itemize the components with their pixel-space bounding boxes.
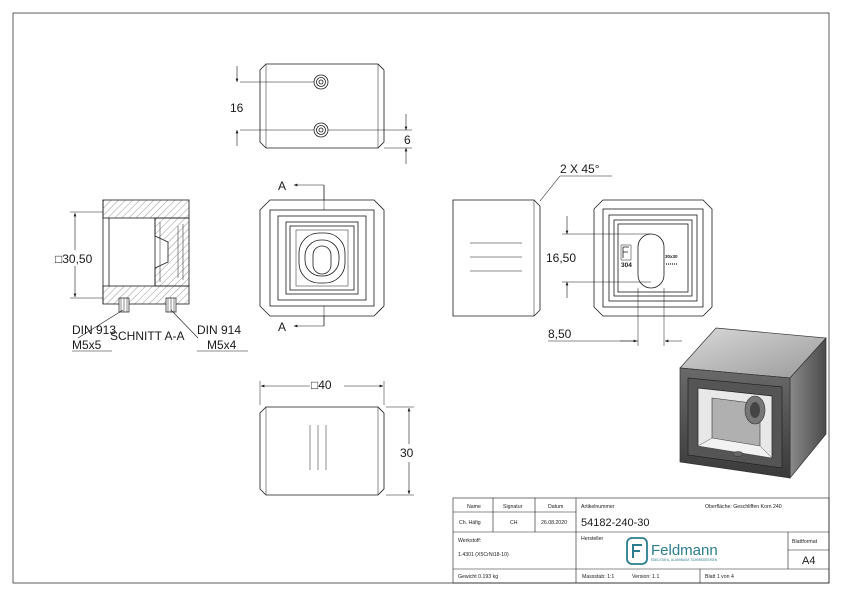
section-screw-left — [118, 297, 130, 313]
tb-article-number: 54182-240-30 — [581, 517, 650, 529]
tb-name-value: Ch. Häfig — [459, 520, 481, 526]
dim-section-square: □30,50 — [55, 252, 93, 266]
side-elevation: 2 X 45° — [452, 162, 612, 317]
part-material-mark: 304 — [621, 262, 632, 269]
screw-hole-upper — [313, 74, 329, 90]
sheet-border — [12, 12, 830, 584]
dim-front-bevel: 2 X 45° — [560, 162, 600, 176]
dim-top-offset: 6 — [404, 133, 411, 147]
bottom-view: □40 30 — [259, 378, 414, 496]
tb-sheet: Blatt 1 von 4 — [705, 574, 734, 580]
tb-format-label: Blattformat — [792, 539, 818, 545]
tb-signature-label: Signatur — [503, 504, 523, 510]
tb-scale: Massstab: 1:1 — [582, 574, 614, 580]
title-block: Name Signatur Datum Ch. Häfig CH 26.08.2… — [452, 497, 830, 584]
screw-right-size: M5x4 — [207, 338, 237, 352]
tb-manufacturer-label: Hersteller — [581, 536, 603, 542]
feldmann-logo: Feldmann EDELSTAHL, ALUMINIUM, SCHMIEDEE… — [626, 537, 718, 565]
dim-bottom-square: □40 — [311, 378, 332, 392]
tb-material-label: Werkstoff: — [458, 538, 481, 544]
isometric-view — [679, 327, 827, 479]
tb-weight: Gewicht 0.193 kg — [458, 574, 498, 580]
dim-side-width: 8,50 — [548, 327, 572, 341]
back-view: 304 30x30 16,50 8,50 — [546, 199, 713, 346]
top-view: 16 6 — [230, 63, 412, 164]
part-size-mark: 30x30 — [665, 254, 678, 259]
brand-name: Feldmann — [651, 542, 718, 559]
brand-tagline: EDELSTAHL, ALUMINIUM, SCHMIEDEEISEN — [651, 558, 718, 562]
screw-left-name: DIN 913 — [72, 323, 116, 337]
tb-material-value: 1.4301 (X5CrNi18-10) — [458, 552, 509, 558]
section-screw-right — [165, 297, 177, 313]
section-label: SCHNITT A-A — [110, 329, 184, 343]
screw-right-name: DIN 914 — [197, 323, 241, 337]
tb-surface: Oberfläche: Geschliffen Korn 240 — [705, 504, 782, 510]
front-slot — [298, 232, 346, 284]
tb-format-value: A4 — [802, 555, 815, 567]
dim-side-height: 16,50 — [546, 251, 576, 265]
screw-hole-lower — [313, 122, 329, 138]
screw-left-size: M5x5 — [72, 338, 102, 352]
tb-date-value: 26.08.2020 — [541, 520, 567, 526]
tb-article-label: Artikelnummer — [581, 504, 615, 510]
tb-signature-value: CH — [510, 520, 518, 526]
tb-version: Version: 1.1 — [632, 574, 660, 580]
section-marker-bottom: A — [278, 320, 286, 334]
tb-name-label: Name — [467, 504, 481, 510]
feldmann-emblem — [620, 244, 632, 261]
section-view: □30,50 DIN 913 M5x5 SCHNITT A-A DIN 914 … — [55, 199, 248, 352]
dim-bottom-height: 30 — [400, 446, 414, 460]
section-marker-top: A — [278, 179, 286, 193]
dim-top-height: 16 — [230, 101, 244, 115]
front-view: A A — [259, 179, 385, 334]
tb-date-label: Datum — [548, 504, 563, 510]
